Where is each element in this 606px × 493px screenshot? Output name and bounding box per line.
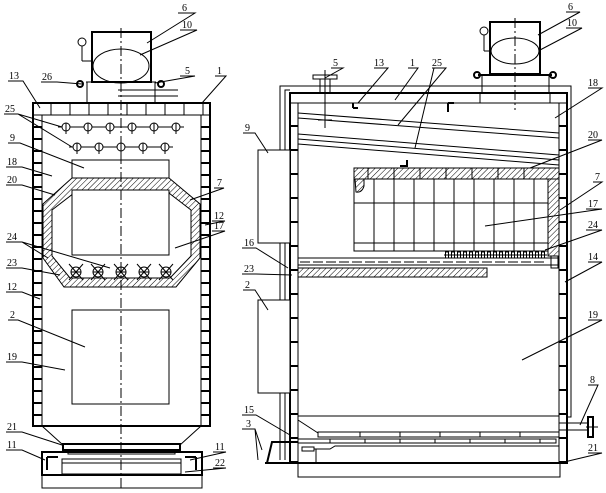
slab-23 xyxy=(297,267,488,278)
callout-label: 21 xyxy=(7,422,17,433)
callout-label: 26 xyxy=(42,72,52,83)
callout-label: 1 xyxy=(217,66,222,77)
callout-label: 24 xyxy=(7,232,17,243)
callout-label: 17 xyxy=(588,199,598,210)
callout-label: 25 xyxy=(432,58,442,69)
callout-label: 11 xyxy=(215,442,225,453)
callout-label: 23 xyxy=(244,264,254,275)
pipe-16 xyxy=(298,257,559,266)
chimney-neck xyxy=(481,75,550,93)
callout-label: 21 xyxy=(588,443,598,454)
callout-label: 19 xyxy=(588,310,598,321)
callout-label: 10 xyxy=(567,18,577,29)
outer-body xyxy=(289,92,568,464)
callout-label: 9 xyxy=(245,123,250,134)
callout-label: 13 xyxy=(9,71,19,82)
callout-label: 13 xyxy=(374,58,384,69)
bracket xyxy=(400,160,408,167)
base xyxy=(41,474,203,489)
burner-arms xyxy=(90,263,106,281)
burner-arms xyxy=(158,263,174,281)
callout-label: 2 xyxy=(245,280,250,291)
callout-label: 23 xyxy=(7,258,17,269)
callout-label: 12 xyxy=(214,211,224,222)
right-callouts xyxy=(242,11,604,464)
grate xyxy=(317,431,560,438)
callout-label: 6 xyxy=(568,2,573,13)
outer-jacket xyxy=(279,85,572,460)
bolt xyxy=(157,80,165,88)
heat-exchanger-grid xyxy=(353,178,549,252)
pipe-5-stem xyxy=(319,79,331,93)
left-callouts xyxy=(4,12,228,473)
pipe-8 xyxy=(559,422,588,431)
callout-label: 9 xyxy=(10,133,15,144)
hopper xyxy=(41,425,202,446)
hopper xyxy=(297,415,559,434)
callout-label: 25 xyxy=(5,104,15,115)
callout-label: 1 xyxy=(410,58,415,69)
callout-label: 11 xyxy=(7,440,17,451)
handle-knob xyxy=(77,37,87,47)
callout-label: 3 xyxy=(246,419,251,430)
callout-label: 15 xyxy=(244,405,254,416)
side-view xyxy=(257,18,598,478)
callout-label: 5 xyxy=(333,58,338,69)
callout-label: 19 xyxy=(7,352,17,363)
foot-3 xyxy=(266,441,298,464)
ash-tray xyxy=(314,445,559,462)
callout-label: 18 xyxy=(588,78,598,89)
callout-label: 12 xyxy=(7,282,17,293)
grate-lower xyxy=(297,438,557,444)
ash-door-2 xyxy=(257,299,291,394)
fitting xyxy=(550,255,559,269)
callout-label: 10 xyxy=(182,20,192,31)
callout-label: 7 xyxy=(595,172,600,183)
chamber-corner xyxy=(354,178,365,193)
callout-label: 2 xyxy=(10,310,15,321)
bolt xyxy=(549,71,557,79)
bracket-13 xyxy=(352,102,454,112)
base xyxy=(297,462,561,478)
callout-label: 18 xyxy=(7,157,17,168)
front-view xyxy=(32,28,211,490)
chimney xyxy=(91,31,152,83)
box-9 xyxy=(257,149,291,244)
callout-label: 16 xyxy=(244,238,254,249)
burner-arms xyxy=(136,263,152,281)
chimney xyxy=(489,21,541,75)
callout-label: 7 xyxy=(217,178,222,189)
callout-label: 14 xyxy=(588,252,598,263)
callout-label: 8 xyxy=(590,375,595,386)
callout-label: 17 xyxy=(214,221,224,232)
damper-handle xyxy=(483,35,491,52)
combustion-chamber-lining xyxy=(42,177,201,288)
chamber-roof-20 xyxy=(353,167,560,180)
ash-door-2 xyxy=(71,309,170,405)
callout-label: 5 xyxy=(185,66,190,77)
burner-arms xyxy=(68,263,84,281)
damper-handle xyxy=(81,46,93,62)
callout-label: 24 xyxy=(588,220,598,231)
callout-label: 20 xyxy=(588,130,598,141)
handle-knob xyxy=(479,26,489,36)
nozzle-tubes-25 xyxy=(297,112,560,166)
callout-label: 20 xyxy=(7,175,17,186)
angle-11 xyxy=(46,456,197,470)
chamber-wall-7 xyxy=(547,178,560,257)
bolt xyxy=(473,71,481,79)
callout-label: 6 xyxy=(182,3,187,14)
ash-handle xyxy=(301,446,315,452)
callout-label: 22 xyxy=(215,458,225,469)
